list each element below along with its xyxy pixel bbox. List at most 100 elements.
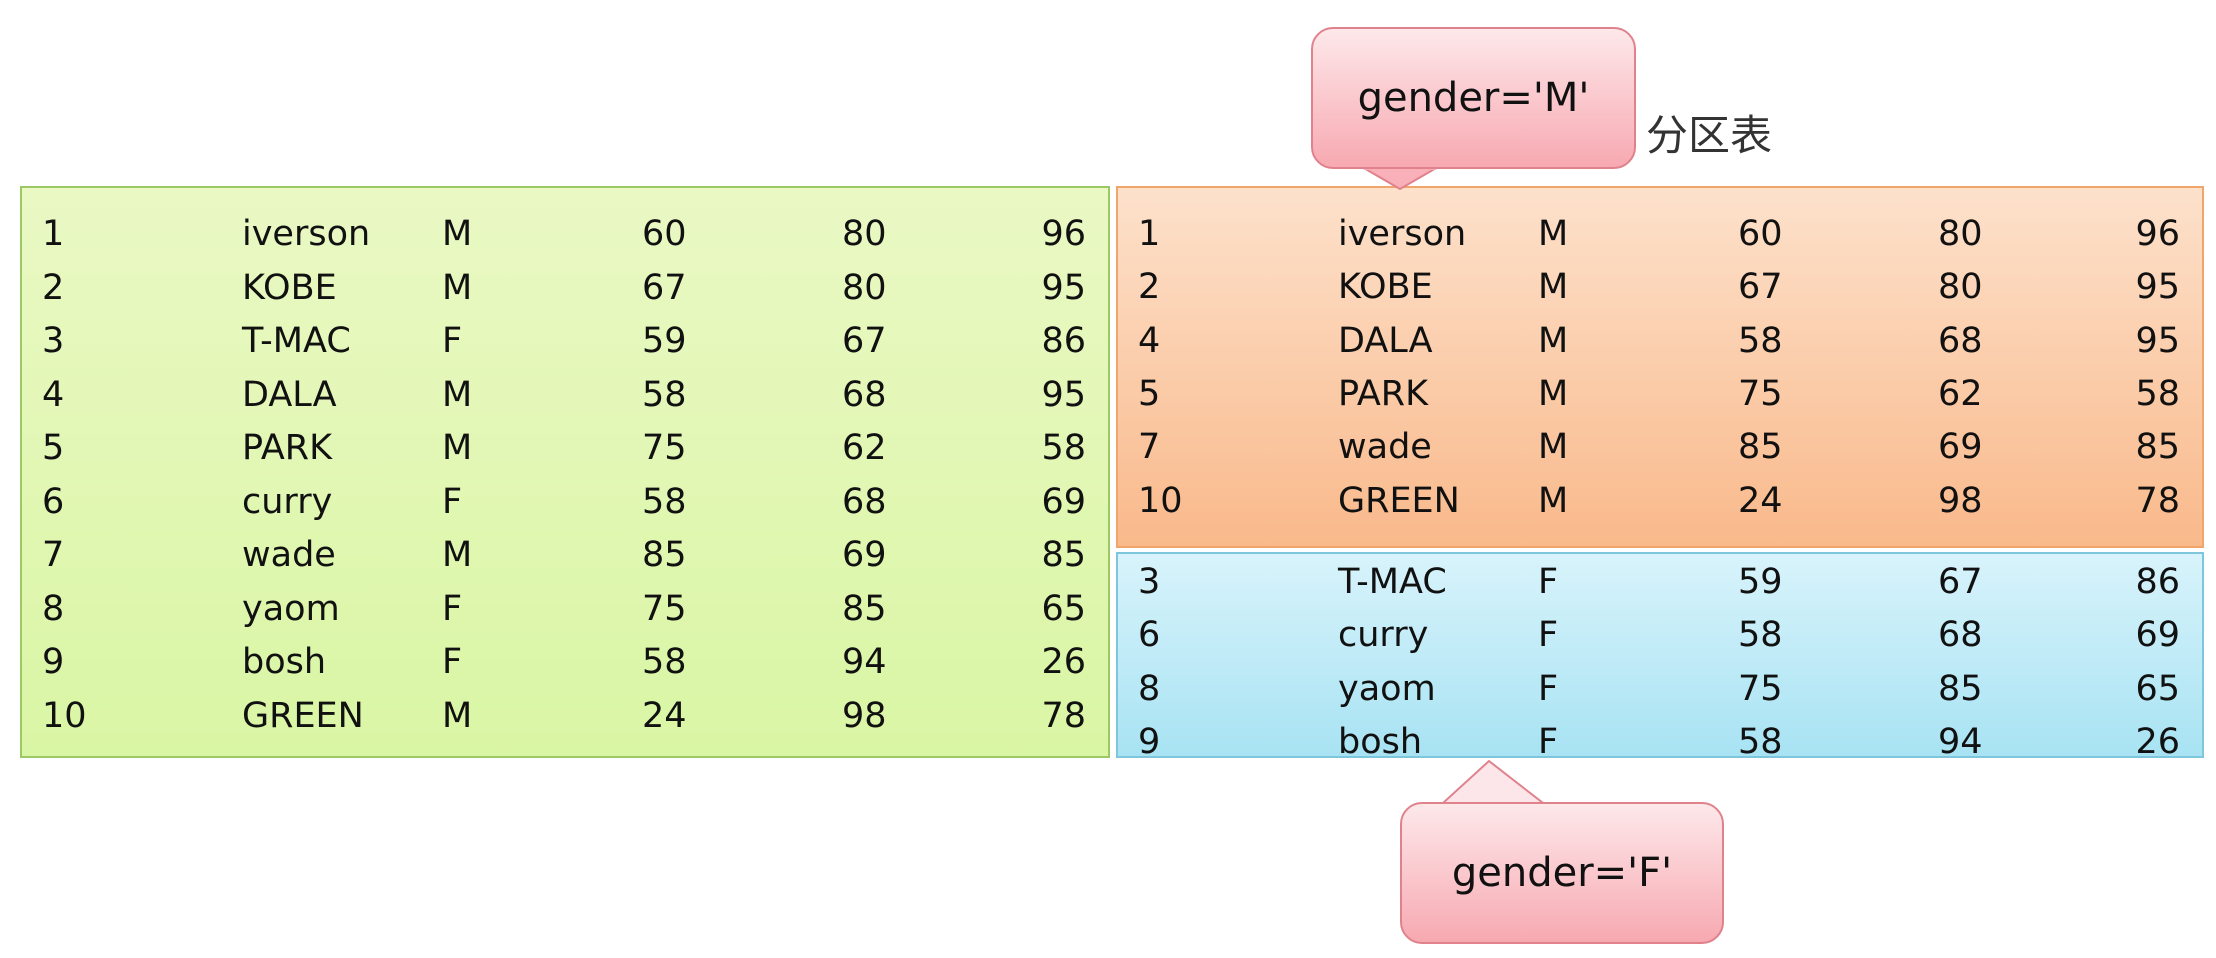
cell-score-3: 86 bbox=[1041, 321, 1086, 361]
cell-name: iverson bbox=[1338, 214, 1467, 254]
table-row: 4 DALA M 58 68 95 bbox=[22, 369, 1108, 421]
cell-gender: F bbox=[1538, 562, 1559, 602]
cell-gender: M bbox=[442, 428, 473, 468]
cell-name: bosh bbox=[242, 642, 327, 682]
cell-score-3: 58 bbox=[1041, 428, 1086, 468]
cell-score-1: 58 bbox=[642, 374, 687, 415]
cell-score-1: 24 bbox=[642, 695, 687, 736]
cell-name: PARK bbox=[1338, 373, 1429, 414]
cell-gender: F bbox=[442, 321, 463, 361]
cell-score-2: 68 bbox=[842, 374, 887, 415]
cell-gender: F bbox=[1538, 668, 1559, 709]
cell-score-3: 69 bbox=[1041, 481, 1086, 522]
cell-gender: M bbox=[1538, 320, 1569, 361]
cell-gender: M bbox=[442, 374, 473, 415]
cell-score-1: 75 bbox=[1738, 668, 1783, 709]
cell-score-1: 60 bbox=[1738, 214, 1783, 254]
cell-name: PARK bbox=[242, 428, 333, 468]
cell-score-1: 58 bbox=[1738, 615, 1783, 656]
cell-name: DALA bbox=[242, 374, 337, 415]
cell-score-2: 67 bbox=[842, 321, 887, 361]
cell-score-2: 62 bbox=[842, 428, 887, 468]
cell-id: 7 bbox=[1138, 427, 1161, 468]
cell-id: 9 bbox=[42, 642, 65, 682]
callout-gender-m-text: gender='M' bbox=[1357, 75, 1590, 121]
cell-score-3: 95 bbox=[1041, 374, 1086, 415]
cell-score-1: 58 bbox=[1738, 721, 1783, 762]
cell-id: 1 bbox=[1138, 214, 1161, 254]
cell-score-2: 98 bbox=[1938, 480, 1983, 521]
cell-score-1: 75 bbox=[642, 428, 687, 468]
cell-score-3: 65 bbox=[2135, 668, 2180, 709]
cell-name: KOBE bbox=[1338, 267, 1433, 308]
cell-score-1: 24 bbox=[1738, 480, 1783, 521]
cell-score-1: 67 bbox=[642, 267, 687, 308]
cell-id: 2 bbox=[42, 267, 65, 308]
cell-gender: M bbox=[1538, 214, 1569, 254]
cell-score-2: 69 bbox=[1938, 427, 1983, 468]
cell-score-3: 69 bbox=[2135, 615, 2180, 656]
cell-score-1: 75 bbox=[642, 588, 687, 629]
cell-score-1: 67 bbox=[1738, 267, 1783, 308]
cell-id: 6 bbox=[42, 481, 65, 522]
cell-id: 10 bbox=[42, 695, 87, 736]
cell-score-1: 58 bbox=[642, 481, 687, 522]
cell-id: 7 bbox=[42, 535, 65, 575]
cell-id: 9 bbox=[1138, 721, 1161, 762]
cell-name: DALA bbox=[1338, 320, 1433, 361]
cell-gender: F bbox=[442, 588, 463, 629]
cell-gender: F bbox=[1538, 615, 1559, 656]
cell-name: wade bbox=[242, 535, 336, 575]
cell-score-2: 68 bbox=[1938, 320, 1983, 361]
partition-table-label: 分区表 bbox=[1646, 111, 1773, 160]
cell-score-3: 96 bbox=[2135, 214, 2180, 254]
cell-name: wade bbox=[1338, 427, 1432, 468]
cell-name: curry bbox=[1338, 615, 1429, 656]
cell-id: 4 bbox=[42, 374, 65, 415]
cell-score-1: 58 bbox=[642, 642, 687, 682]
cell-name: yaom bbox=[1338, 668, 1436, 709]
cell-name: T-MAC bbox=[1338, 562, 1447, 602]
cell-gender: M bbox=[442, 267, 473, 308]
cell-score-3: 78 bbox=[2135, 480, 2180, 521]
callout-m-pointer bbox=[1360, 167, 1440, 191]
cell-score-1: 59 bbox=[642, 321, 687, 361]
cell-id: 5 bbox=[1138, 373, 1161, 414]
cell-name: KOBE bbox=[242, 267, 337, 308]
cell-gender: M bbox=[1538, 480, 1569, 521]
cell-score-2: 68 bbox=[1938, 615, 1983, 656]
cell-score-3: 95 bbox=[2135, 267, 2180, 308]
cell-score-2: 98 bbox=[842, 695, 887, 736]
cell-score-3: 65 bbox=[1041, 588, 1086, 629]
cell-gender: M bbox=[442, 535, 473, 575]
cell-score-2: 68 bbox=[842, 481, 887, 522]
callout-gender-f-text: gender='F' bbox=[1451, 850, 1673, 896]
cell-id: 8 bbox=[42, 588, 65, 629]
cell-score-2: 69 bbox=[842, 535, 887, 575]
cell-score-1: 59 bbox=[1738, 562, 1783, 602]
cell-score-3: 96 bbox=[1041, 214, 1086, 254]
cell-score-3: 86 bbox=[2135, 562, 2180, 602]
cell-score-3: 58 bbox=[2135, 373, 2180, 414]
cell-id: 3 bbox=[42, 321, 65, 361]
cell-score-1: 75 bbox=[1738, 373, 1783, 414]
cell-score-1: 85 bbox=[1738, 427, 1783, 468]
cell-score-2: 85 bbox=[1938, 668, 1983, 709]
callout-f-pointer bbox=[1441, 759, 1545, 805]
